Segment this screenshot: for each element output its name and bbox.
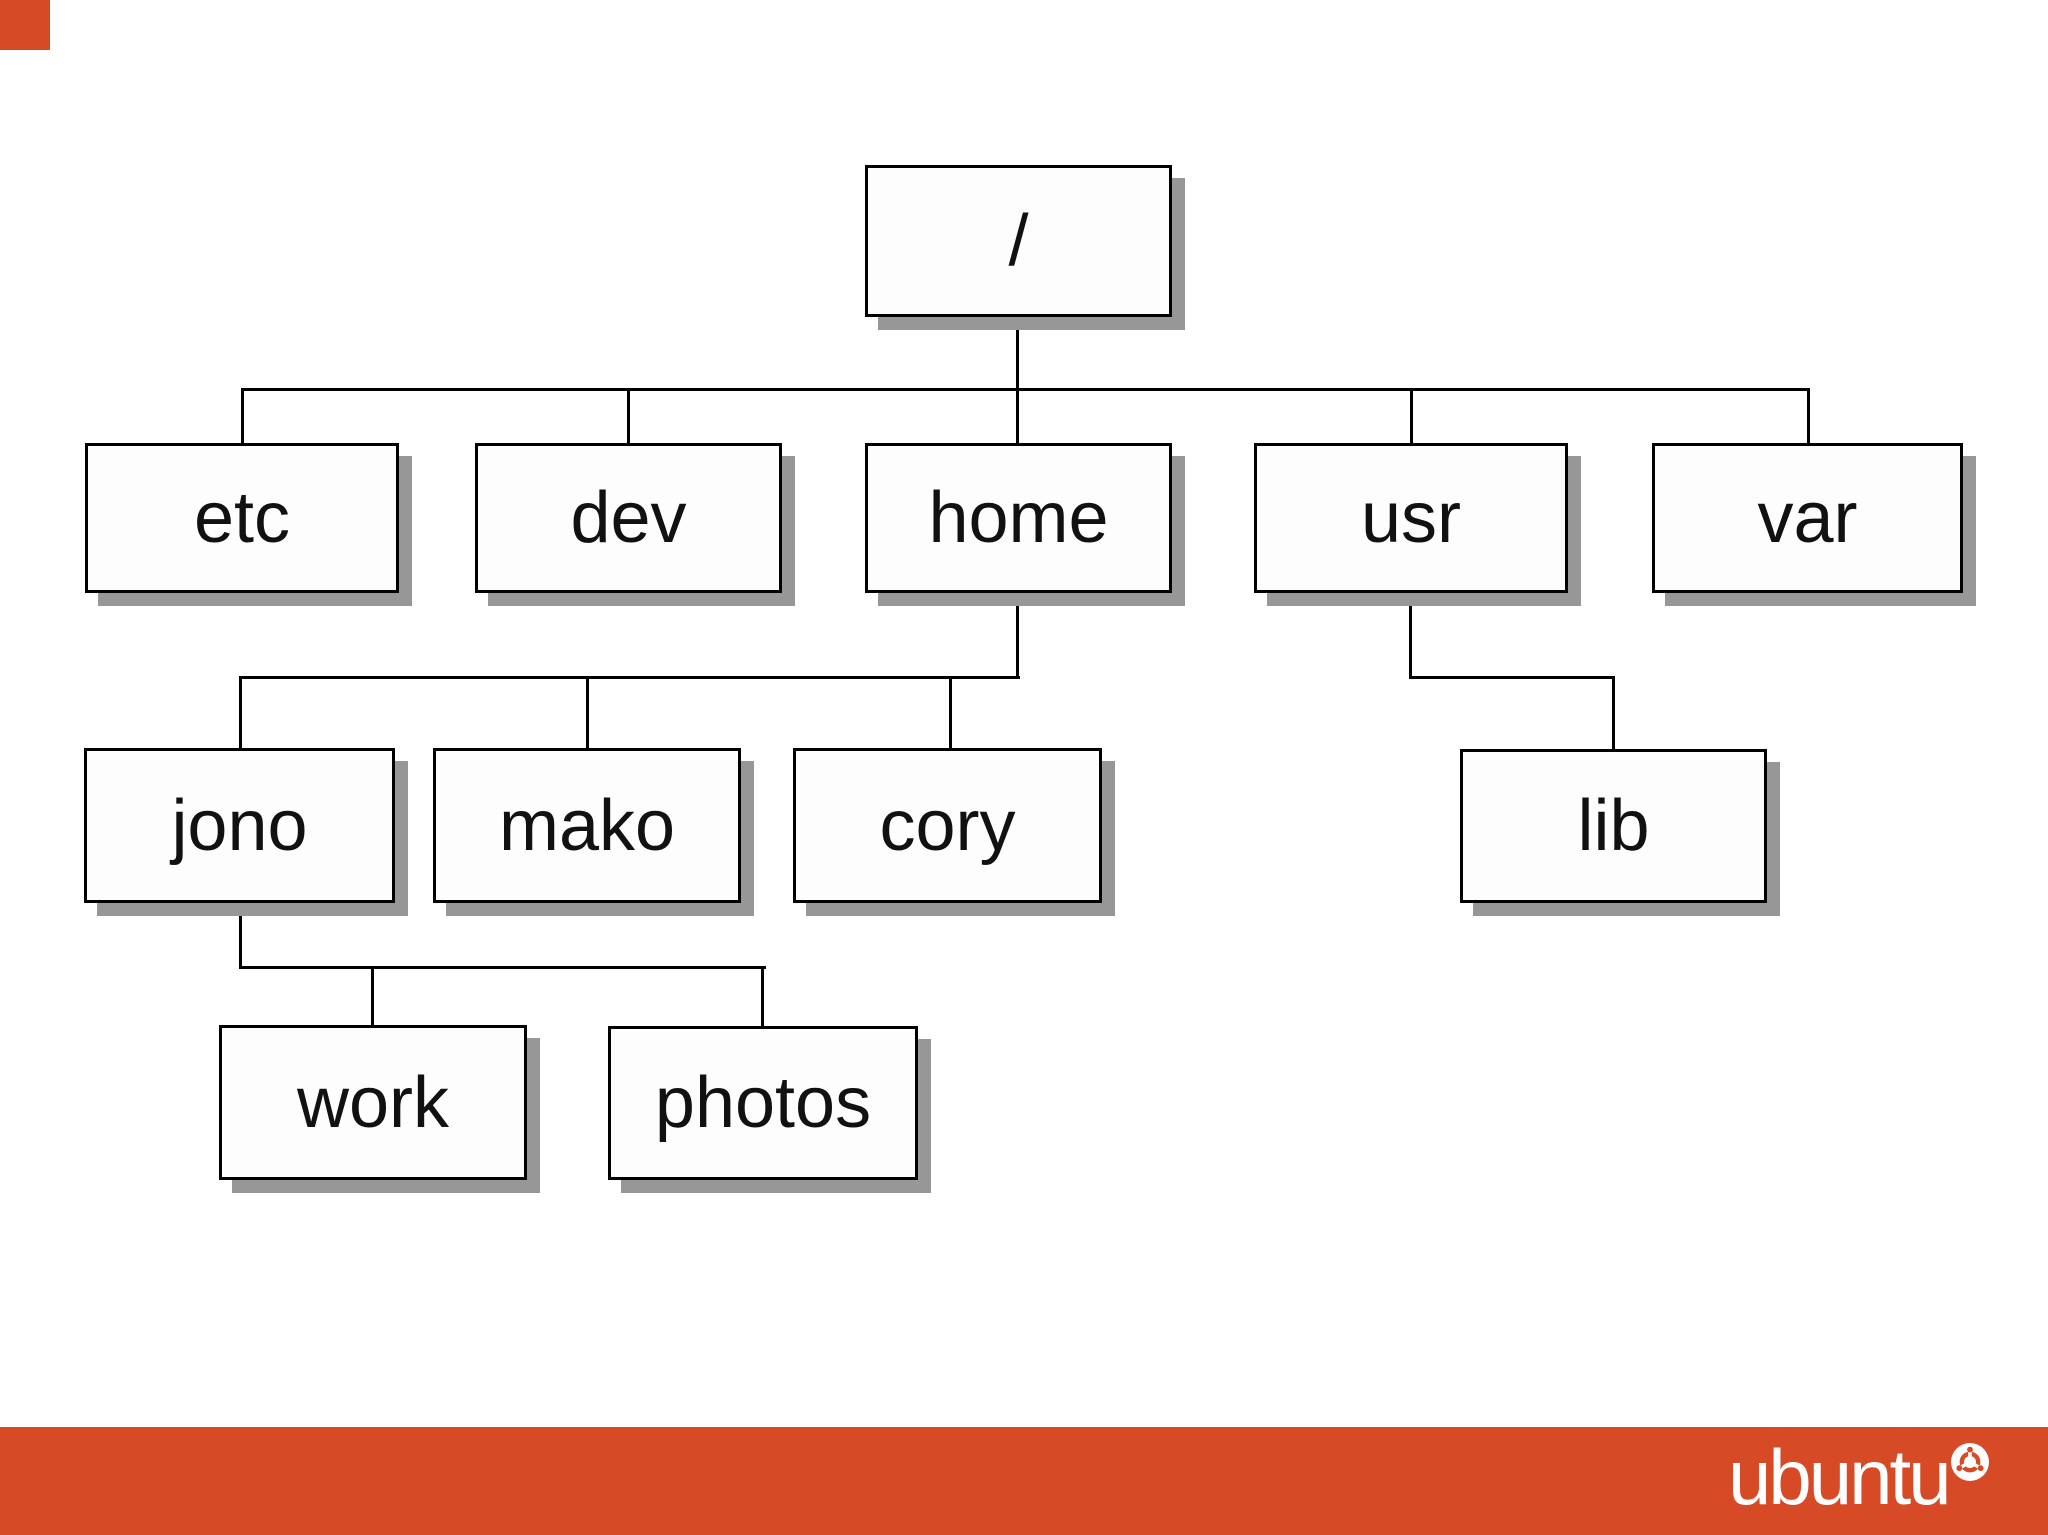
connector-stub-home	[1016, 388, 1019, 446]
tree-node-usr: usr	[1254, 443, 1568, 593]
connector-stub-photos	[761, 966, 764, 1029]
tree-node-home: home	[865, 443, 1172, 593]
tree-node-cory: cory	[793, 748, 1102, 903]
connector-jono-down	[239, 903, 242, 969]
connector-stub-mako	[586, 676, 589, 751]
connector-stub-jono	[239, 676, 242, 751]
connector-stub-lib	[1612, 676, 1615, 752]
connector-stub-dev	[627, 388, 630, 446]
tree-node-work: work	[219, 1025, 527, 1180]
node-label-jono: jono	[171, 785, 308, 866]
connector-level1-horizontal	[241, 388, 1810, 391]
connector-stub-var	[1807, 388, 1810, 446]
connector-home-children-horizontal	[239, 676, 1020, 679]
node-label-cory: cory	[879, 785, 1016, 866]
node-label-usr: usr	[1360, 478, 1462, 558]
circle-of-friends-icon	[1951, 1443, 1989, 1481]
footer-bar	[0, 1427, 2048, 1535]
connector-home-down	[1016, 593, 1019, 679]
node-label-dev: dev	[570, 478, 687, 558]
tree-node-mako: mako	[433, 748, 741, 903]
connector-usr-children-horizontal	[1409, 676, 1615, 679]
node-label-mako: mako	[498, 785, 676, 866]
tree-node-var: var	[1652, 443, 1963, 593]
connector-stub-etc	[241, 388, 244, 446]
tree-node-photos: photos	[608, 1026, 918, 1180]
ubuntu-wordmark: ubuntu	[1728, 1433, 1952, 1521]
connector-stub-usr	[1410, 388, 1413, 446]
corner-accent-square	[0, 0, 50, 50]
tree-node-lib: lib	[1460, 749, 1767, 903]
connector-jono-children-horizontal	[239, 966, 766, 969]
node-label-var: var	[1757, 478, 1858, 558]
connector-root-down	[1016, 317, 1019, 391]
node-label-root: /	[1008, 201, 1029, 281]
tree-node-etc: etc	[85, 443, 399, 593]
connector-usr-down	[1409, 593, 1412, 679]
tree-node-dev: dev	[475, 443, 782, 593]
node-label-lib: lib	[1577, 786, 1650, 866]
node-label-work: work	[296, 1062, 449, 1143]
node-label-photos: photos	[654, 1063, 872, 1143]
node-label-home: home	[928, 478, 1109, 558]
tree-node-root: /	[865, 165, 1172, 317]
tree-node-jono: jono	[84, 748, 395, 903]
connector-stub-cory	[949, 676, 952, 751]
node-label-etc: etc	[193, 478, 291, 558]
connector-stub-work	[371, 966, 374, 1028]
